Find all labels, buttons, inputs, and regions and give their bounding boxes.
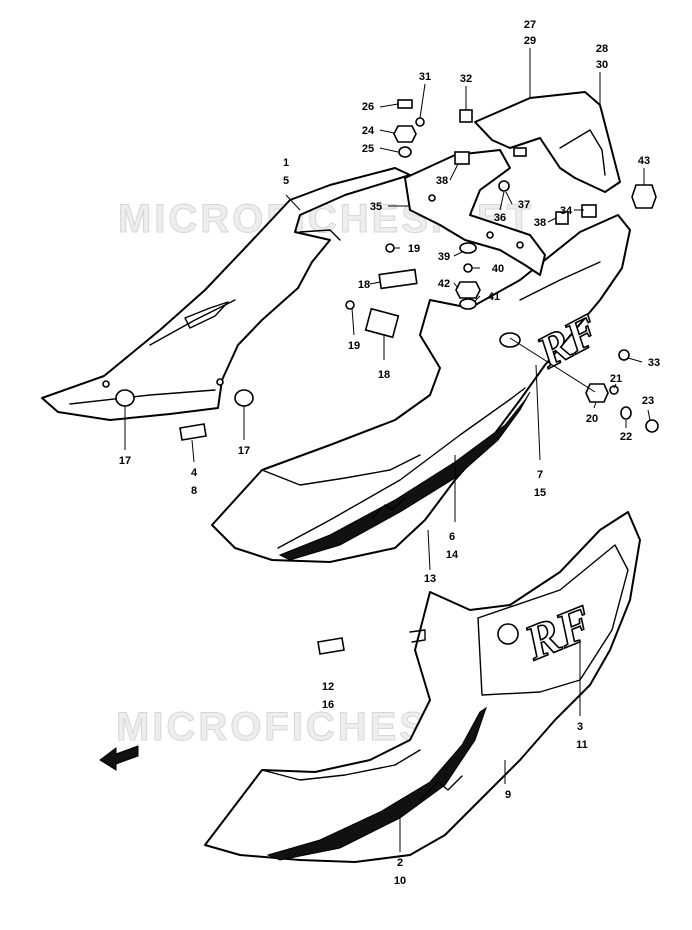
screw-19a[interactable]	[385, 243, 395, 253]
callout-11: 11	[576, 739, 588, 751]
bolt-23[interactable]	[645, 419, 659, 433]
nut-42[interactable]	[455, 281, 481, 299]
callout-1: 1	[283, 157, 289, 169]
callout-36: 36	[494, 212, 506, 224]
cushion-17a[interactable]	[115, 389, 135, 407]
hardware-group	[115, 99, 659, 655]
bolt-26[interactable]	[397, 99, 413, 109]
callout-34: 34	[560, 205, 573, 217]
callout-38-upper: 38	[436, 175, 448, 187]
callout-24: 24	[362, 125, 375, 137]
collar-21[interactable]	[609, 385, 619, 395]
pad-4[interactable]	[179, 423, 207, 441]
callout-13: 13	[424, 573, 436, 585]
callout-18-lower: 18	[378, 369, 390, 381]
callout-5: 5	[283, 175, 289, 187]
callout-15: 15	[534, 487, 546, 499]
callout-39: 39	[438, 251, 450, 263]
callout-33: 33	[648, 357, 660, 369]
seat-tail-frame[interactable]	[41, 167, 411, 421]
pad-12[interactable]	[317, 637, 345, 655]
callout-labels: 1 5 27 29 28 30 31 32 26 24 25 43 38 37 …	[119, 19, 660, 887]
callout-25: 25	[362, 143, 374, 155]
grommet-20[interactable]	[585, 383, 609, 403]
cushion-17b[interactable]	[234, 389, 254, 407]
callout-19-upper: 19	[408, 243, 420, 255]
callout-38-lower: 38	[534, 217, 546, 229]
grommet-43[interactable]	[631, 184, 657, 209]
callout-21: 21	[610, 373, 622, 385]
callout-18-upper: 18	[358, 279, 370, 291]
screw-31[interactable]	[415, 117, 425, 127]
callout-7: 7	[537, 469, 543, 481]
seat-tail-cowl[interactable]: RF	[211, 214, 631, 563]
callout-40: 40	[492, 263, 504, 275]
callout-32: 32	[460, 73, 472, 85]
callout-31: 31	[419, 71, 431, 83]
callout-14: 14	[446, 549, 459, 561]
plate-18b[interactable]	[364, 307, 400, 339]
callout-10: 10	[394, 875, 406, 887]
callout-16: 16	[322, 699, 334, 711]
callout-19-lower: 19	[348, 340, 360, 352]
callout-17-right: 17	[238, 445, 250, 457]
frame-side-cover[interactable]: RF	[204, 511, 641, 863]
callout-3: 3	[577, 721, 583, 733]
callout-26: 26	[362, 101, 374, 113]
callout-23: 23	[642, 395, 654, 407]
callout-20: 20	[586, 413, 598, 425]
callout-6: 6	[449, 531, 455, 543]
seat-bracket-stay[interactable]	[404, 149, 546, 276]
clip-34[interactable]	[581, 204, 597, 218]
callout-42: 42	[438, 278, 450, 290]
callout-8: 8	[191, 485, 197, 497]
washer-22[interactable]	[620, 406, 632, 420]
callout-2: 2	[397, 857, 403, 869]
washer-25[interactable]	[398, 146, 412, 158]
bolt-37[interactable]	[498, 180, 510, 192]
callout-9: 9	[505, 789, 511, 801]
clip-32[interactable]	[459, 109, 473, 123]
leader-lines	[124, 48, 651, 852]
screw-19b[interactable]	[345, 300, 355, 310]
callout-12: 12	[322, 681, 334, 693]
nut-24[interactable]	[393, 125, 417, 143]
washer-40[interactable]	[463, 263, 473, 273]
cushion-41[interactable]	[459, 298, 477, 310]
callout-30: 30	[596, 59, 608, 71]
plate-18a[interactable]	[378, 268, 418, 290]
callout-28: 28	[596, 43, 608, 55]
bush-39[interactable]	[459, 242, 477, 254]
clip-38a[interactable]	[454, 151, 470, 165]
callout-35: 35	[370, 201, 382, 213]
screw-33[interactable]	[618, 349, 630, 361]
front-direction-arrow-icon	[99, 745, 139, 771]
callout-29: 29	[524, 35, 536, 47]
callout-4: 4	[191, 467, 198, 479]
callout-17-left: 17	[119, 455, 131, 467]
callout-27: 27	[524, 19, 536, 31]
callout-43: 43	[638, 155, 650, 167]
callout-41: 41	[488, 291, 500, 303]
callout-22: 22	[620, 431, 632, 443]
tail-grab-bar[interactable]	[474, 91, 621, 193]
callout-37: 37	[518, 199, 530, 211]
